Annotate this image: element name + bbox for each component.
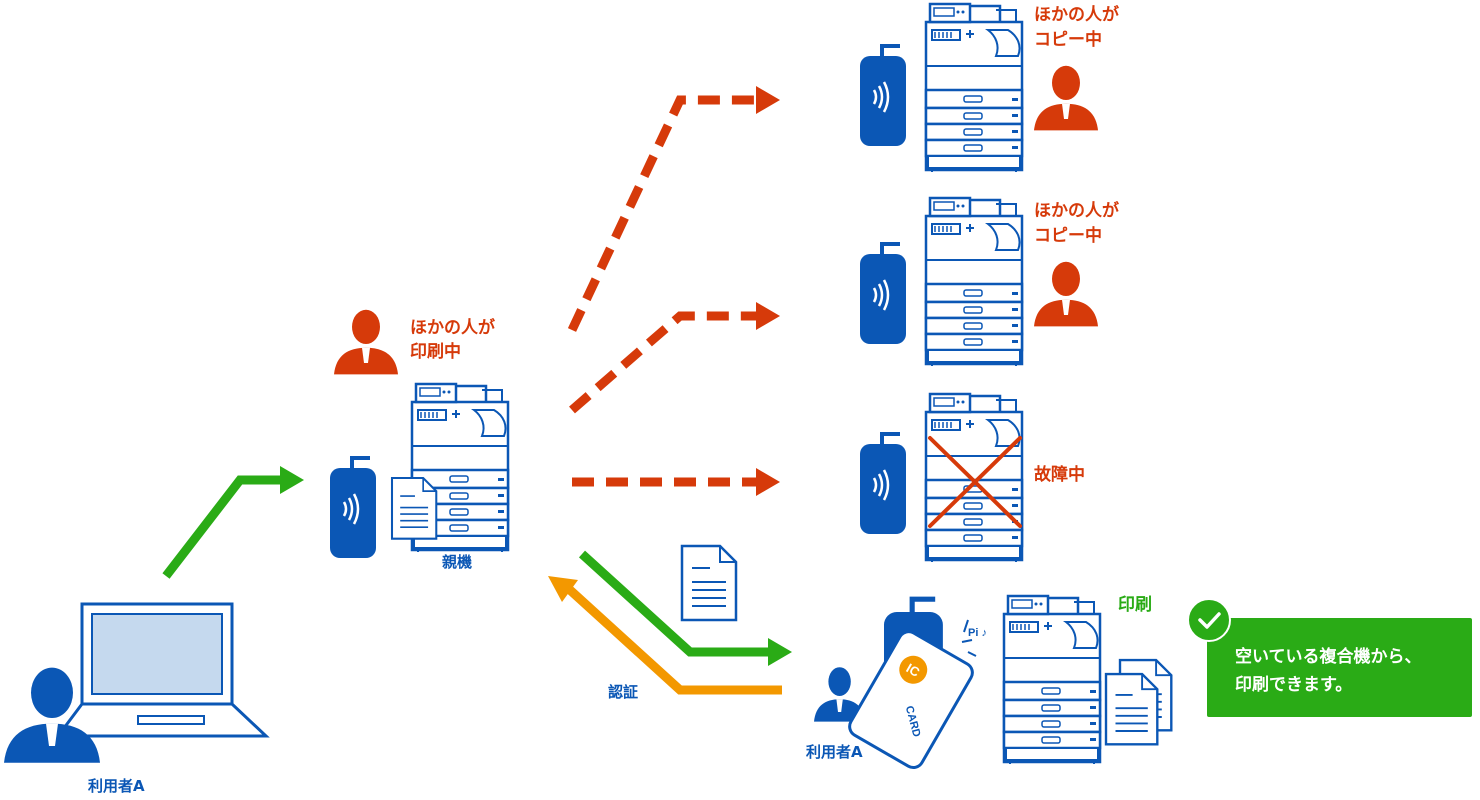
print-arrow — [578, 550, 770, 657]
mfp1-icon — [924, 2, 1024, 174]
send-arrow-head — [280, 466, 304, 494]
printed-document-icon-front — [1104, 672, 1159, 746]
mfp2-status-line2: コピー中 — [1034, 226, 1102, 246]
card-user-label: 利用者A — [806, 743, 863, 761]
pc-user-label: 利用者A — [88, 777, 145, 795]
parent-status-person-icon — [334, 309, 398, 375]
parent-label: 親機 — [442, 553, 473, 571]
beep-text: Pi ♪ — [968, 627, 987, 639]
check-icon — [1198, 612, 1221, 629]
auth-arrow — [566, 586, 782, 695]
auth-arrow-head — [548, 576, 578, 602]
beep-marks-icon — [961, 619, 977, 657]
auth-label: 認証 — [608, 683, 639, 701]
ic-card-icon: IC CARD — [848, 630, 974, 770]
mfp2-reader-icon — [858, 242, 908, 346]
laptop-icon — [55, 602, 270, 738]
send-arrow — [162, 475, 282, 579]
mfp3-status: 故障中 — [1034, 465, 1085, 485]
mfp1-reader-icon — [858, 44, 908, 148]
parent-status-line2: 印刷中 — [410, 342, 461, 362]
parent-status-line1: ほかの人が — [410, 318, 495, 338]
dashed-arrow-2 — [569, 311, 758, 414]
parent-document-icon — [390, 476, 438, 540]
mfp4-icon — [1002, 594, 1102, 766]
message-box: 空いている複合機から、 印刷できます。 — [1207, 618, 1472, 717]
message-line1: 空いている複合機から、 — [1235, 647, 1422, 667]
check-badge-icon — [1187, 598, 1231, 642]
parent-reader-icon — [328, 456, 378, 560]
mfp1-status-line1: ほかの人が — [1034, 5, 1119, 25]
mfp3-reader-icon — [858, 432, 908, 536]
mfp2-person-icon — [1034, 261, 1098, 327]
transfer-document-icon — [680, 544, 738, 622]
message-line2: 印刷できます。 — [1235, 675, 1353, 695]
broken-x-icon — [928, 436, 1022, 528]
dashed-arrows — [567, 95, 758, 487]
mfp2-icon — [924, 196, 1024, 368]
mfp2-status-line1: ほかの人が — [1034, 201, 1119, 221]
dashed-arrow-head-1 — [756, 86, 780, 114]
dashed-arrow-1 — [567, 95, 758, 332]
dashed-arrow-head-3 — [756, 468, 780, 496]
mfp3-icon — [924, 392, 1024, 564]
mfp1-status-line2: コピー中 — [1034, 30, 1102, 50]
dashed-arrow-head-2 — [756, 302, 780, 330]
print-label: 印刷 — [1118, 595, 1152, 615]
mfp1-person-icon — [1034, 65, 1098, 131]
print-arrow-head — [768, 638, 792, 666]
